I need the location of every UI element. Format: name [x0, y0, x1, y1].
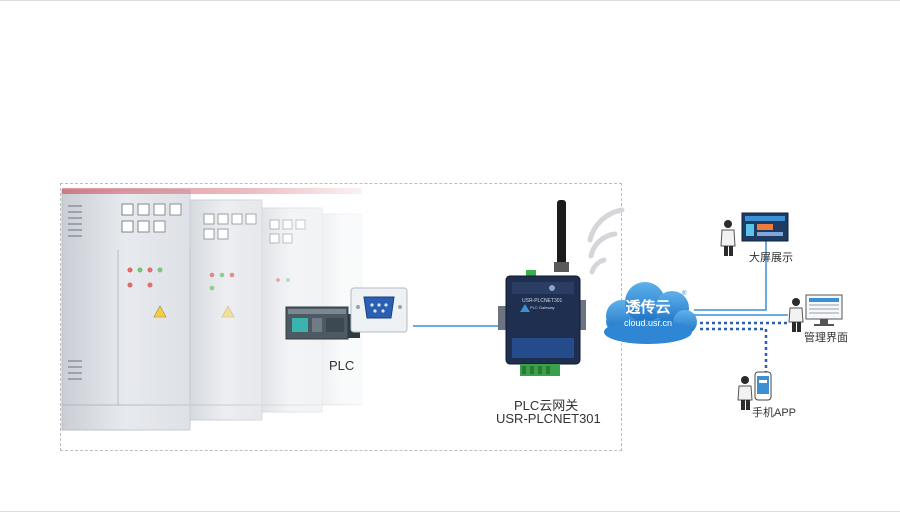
cloud-title: 透传云: [625, 299, 671, 316]
cloud-url: cloud.usr.cn: [623, 318, 673, 328]
db9-connector: [350, 287, 408, 333]
wifi-icon: [588, 231, 618, 259]
dashed-link-to-app: [700, 327, 768, 376]
usr-logo-icon: [520, 304, 530, 312]
plc-label: PLC: [329, 358, 355, 373]
person-icon: [737, 385, 753, 401]
person-head: [741, 376, 749, 384]
cloud-client-dashed-links: [700, 321, 788, 376]
wifi-icon: [589, 257, 607, 275]
link-to-big-screen: [694, 230, 767, 311]
person-head: [792, 298, 800, 306]
gateway-antenna: [557, 200, 566, 272]
cloud-shape: [604, 282, 697, 344]
gateway-model: USR-PLCNET301: [496, 411, 601, 426]
gateway-face-label: USR-PLCNET301: [522, 298, 563, 304]
client-mobile: [737, 371, 772, 410]
person-head: [724, 220, 732, 228]
gateway-device: [498, 200, 625, 376]
top-divider: [0, 0, 900, 1]
person-icon: [720, 229, 736, 247]
client-label-management: 管理界面: [804, 332, 848, 344]
wifi-icon: [587, 207, 625, 243]
client-label-mobile: 手机APP: [752, 407, 797, 419]
bottom-divider: [0, 511, 900, 512]
gateway-face-sub: PLC Gateway: [530, 305, 555, 310]
person-icon: [788, 307, 804, 323]
cloud-client-links: [694, 230, 788, 316]
plc-device: [285, 306, 360, 340]
client-management: [788, 294, 843, 332]
client-big-screen: [720, 212, 789, 256]
gateway-name: PLC云网关: [514, 398, 579, 413]
cloud-registered-mark: ®: [682, 291, 687, 297]
client-label-big-screen: 大屏展示: [749, 252, 793, 264]
